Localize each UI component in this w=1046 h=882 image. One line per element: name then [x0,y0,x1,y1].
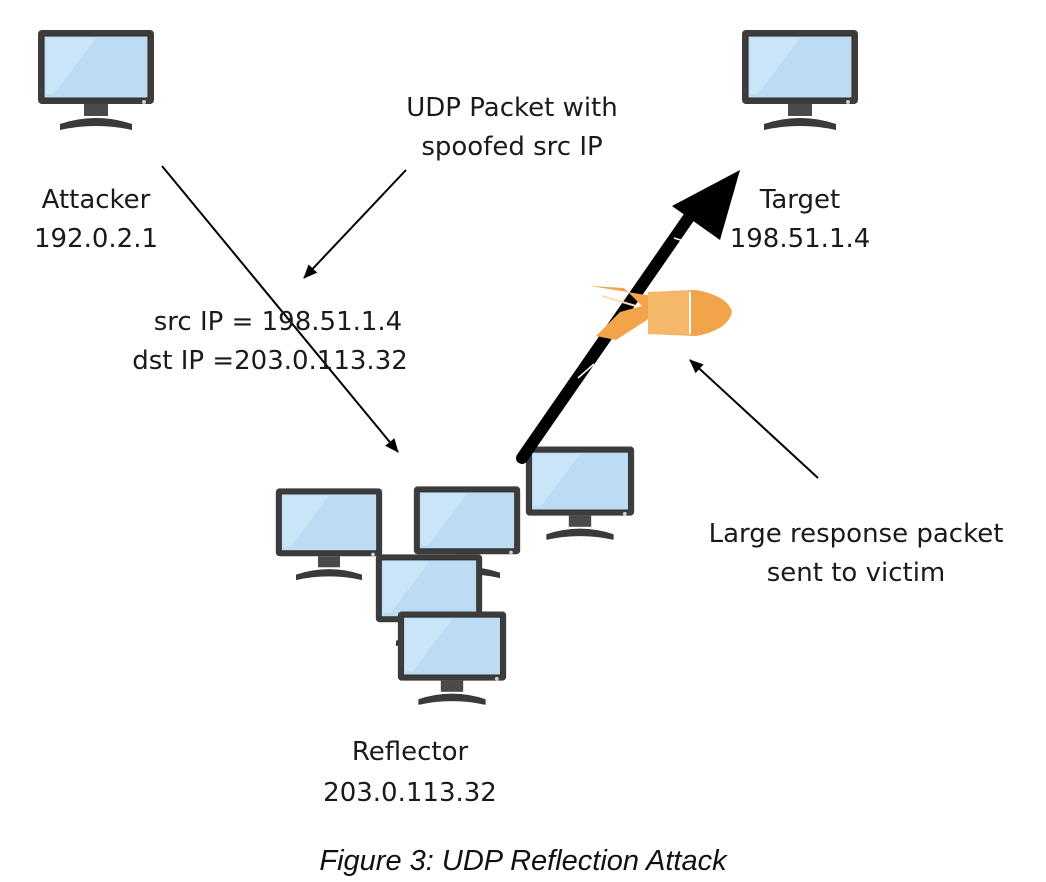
large-response-callout-arrow [689,359,819,479]
target-monitor-icon [741,29,859,131]
udp-packet-label-line2: spoofed src IP [421,132,602,162]
udp-packet-label-line1: UDP Packet with [406,93,617,123]
reflector-monitor-icon-1 [275,487,383,581]
reflector-name-label: Reflector [352,737,469,767]
udp-packet-callout-arrow [303,169,407,279]
target-name-label: Target [759,185,840,215]
reflector-ip-label: 203.0.113.32 [323,778,497,808]
attacker-ip-label: 192.0.2.1 [34,224,158,254]
target-ip-label: 198.51.1.4 [730,224,871,254]
src-ip-label: src IP = 198.51.1.4 [154,307,402,337]
bomb-icon [590,286,732,340]
large-response-label-line1: Large response packet [709,519,1004,549]
reflector-monitor-icon-3 [525,446,635,541]
large-response-label-line2: sent to victim [767,558,946,588]
attacker-name-label: Attacker [42,185,151,215]
reflector-monitor-icon-5 [397,611,507,706]
dst-ip-label: dst IP =203.0.113.32 [132,346,408,376]
attacker-monitor-icon [37,29,155,131]
figure-caption: Figure 3: UDP Reflection Attack [319,845,728,877]
attacker-to-reflector-arrow [161,165,399,453]
